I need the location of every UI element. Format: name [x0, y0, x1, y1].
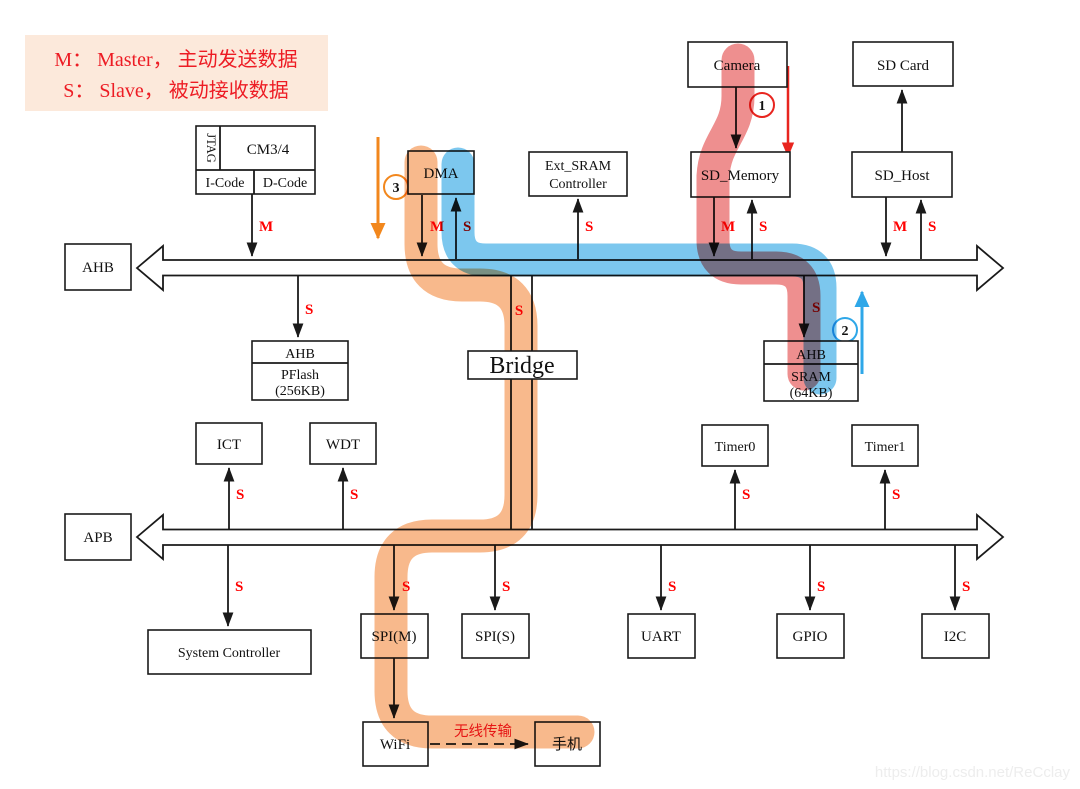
ict-label: ICT — [217, 437, 241, 453]
node-ext-sram-controller: Ext_SRAM Controller — [528, 151, 628, 197]
node-gpio: GPIO — [776, 613, 845, 659]
bridge-label: Bridge — [489, 353, 554, 379]
sd-card-label: SD Card — [877, 58, 930, 74]
ahb-bus — [135, 244, 1005, 292]
node-wdt: WDT — [309, 422, 377, 465]
label-s-timer0: S — [742, 487, 750, 503]
step1-number: 1 — [759, 99, 766, 114]
pflash-size-label: (256KB) — [275, 384, 325, 399]
i2c-label: I2C — [944, 629, 967, 645]
label-s-sdmemory: S — [759, 219, 767, 235]
spi-s-label: SPI(S) — [475, 629, 515, 645]
label-m-cm34: M — [259, 219, 273, 235]
jtag-label: JTAG — [204, 133, 218, 163]
legend: M： Master， 主动发送数据 S： Slave， 被动接收数据 — [25, 35, 328, 111]
gpio-label: GPIO — [792, 629, 827, 645]
system-controller-label: System Controller — [178, 646, 281, 661]
cm34-label: CM3/4 — [247, 142, 290, 158]
node-sd-card: SD Card — [852, 41, 954, 87]
label-s-sdhost: S — [928, 219, 936, 235]
node-i2c: I2C — [921, 613, 990, 659]
uart-label: UART — [641, 629, 681, 645]
node-timer1: Timer1 — [851, 424, 919, 467]
timer1-label: Timer1 — [865, 440, 906, 455]
node-pflash: AHB PFlash (256KB) — [251, 340, 349, 401]
label-s-ict: S — [236, 487, 244, 503]
apb-bus-shape — [135, 513, 1005, 561]
ahb-bus-shape — [135, 244, 1005, 292]
watermark: https://blog.csdn.net/ReCclay — [875, 764, 1071, 781]
label-s-i2c: S — [962, 579, 970, 595]
icode-label: I-Code — [206, 176, 245, 191]
pflash-bus-label: AHB — [285, 347, 315, 362]
step2-number: 2 — [842, 324, 849, 339]
legend-line-slave: S： Slave， 被动接收数据 — [63, 79, 289, 102]
ext-sram-label-line2: Controller — [549, 177, 607, 192]
node-timer0: Timer0 — [701, 424, 769, 467]
label-s-spis: S — [502, 579, 510, 595]
label-s-extsram: S — [585, 219, 593, 235]
highlight-path-dma-to-phone — [374, 145, 595, 749]
dcode-label: D-Code — [263, 176, 307, 191]
step3-number: 3 — [393, 181, 400, 196]
wdt-label: WDT — [326, 437, 360, 453]
node-cpu-cm34: JTAG CM3/4 I-Code D-Code — [195, 125, 316, 195]
highlight-path-sram-to-dma — [441, 147, 837, 395]
node-ict: ICT — [195, 422, 263, 465]
sd-host-label: SD_Host — [874, 168, 930, 184]
label-s-wdt: S — [350, 487, 358, 503]
apb-bus — [135, 513, 1005, 561]
legend-line-master: M： Master， 主动发送数据 — [54, 48, 297, 71]
pflash-name-label: PFlash — [281, 368, 319, 383]
node-uart: UART — [627, 613, 696, 659]
node-bridge: Bridge — [467, 350, 578, 380]
label-s-pflash: S — [305, 302, 313, 318]
label-s-uart: S — [668, 579, 676, 595]
label-s-sysctrl: S — [235, 579, 243, 595]
legend-background — [25, 35, 328, 111]
label-m-sdhost: M — [893, 219, 907, 235]
node-sd-host: SD_Host — [851, 151, 953, 198]
label-s-gpio: S — [817, 579, 825, 595]
ahb-label: AHB — [82, 260, 114, 276]
node-ahb-bus-label: AHB — [64, 243, 132, 291]
label-s-timer1: S — [892, 487, 900, 503]
ext-sram-label-line1: Ext_SRAM — [545, 159, 612, 174]
node-apb-bus-label: APB — [64, 513, 132, 561]
node-spi-s: SPI(S) — [461, 613, 530, 659]
apb-label: APB — [83, 530, 112, 546]
timer0-label: Timer0 — [715, 440, 756, 455]
node-system-controller: System Controller — [147, 629, 312, 675]
highlight-layer — [374, 43, 837, 749]
